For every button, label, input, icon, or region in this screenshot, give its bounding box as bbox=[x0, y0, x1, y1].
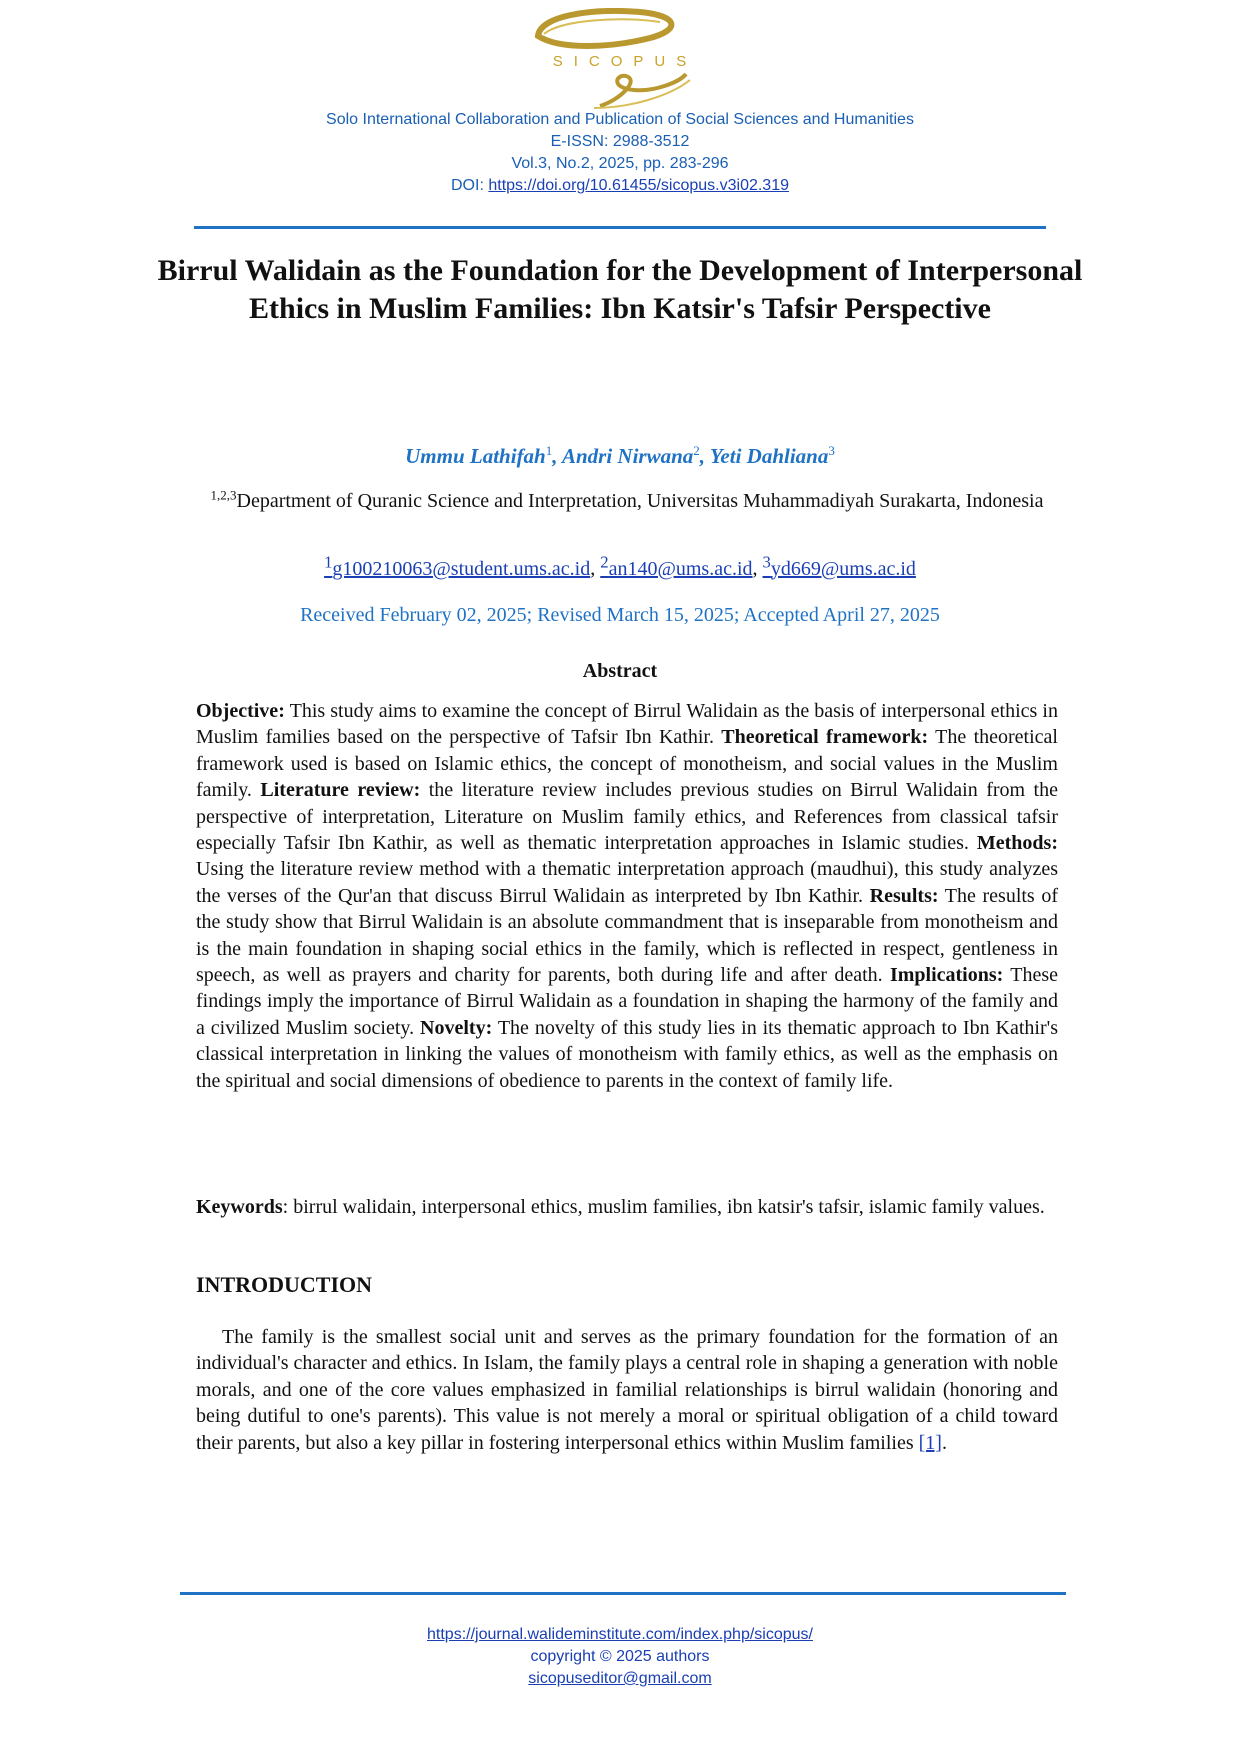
abstract-text: This study aims to examine the concept o… bbox=[196, 700, 1058, 749]
abstract-label: Theoretical framework: bbox=[721, 726, 929, 749]
author-separator: , bbox=[552, 444, 562, 468]
abstract-label: Methods: bbox=[976, 832, 1058, 855]
authors-line: Ummu Lathifah1, Andri Nirwana2, Yeti Dah… bbox=[0, 444, 1240, 469]
affiliation-sup: 1,2,3 bbox=[210, 487, 237, 503]
emails-line: 1g100210063@student.ums.ac.id, 2an140@um… bbox=[0, 552, 1240, 581]
author-separator: , bbox=[699, 444, 710, 468]
eissn: E-ISSN: 2988-3512 bbox=[550, 133, 690, 150]
abstract-heading: Abstract bbox=[582, 660, 658, 682]
article-title: Birrul Walidain as the Foundation for th… bbox=[157, 254, 1083, 325]
email-address: yd669@ums.ac.id bbox=[770, 557, 916, 580]
doi-link[interactable]: https://doi.org/10.61455/sicopus.v3i02.3… bbox=[488, 177, 789, 194]
footer-url-line: https://journal.walideminstitute.com/ind… bbox=[0, 1624, 1240, 1645]
abstract-label: Objective: bbox=[196, 700, 285, 722]
footer-email-line: sicopuseditor@gmail.com bbox=[0, 1668, 1240, 1689]
author-sup: 3 bbox=[828, 443, 835, 458]
doi-label: DOI: bbox=[451, 177, 489, 194]
footer-url-link[interactable]: https://journal.walideminstitute.com/ind… bbox=[427, 1626, 813, 1643]
sicopus-logo: SICOPUS bbox=[534, 8, 698, 109]
submission-dates: Received February 02, 2025; Revised Marc… bbox=[300, 604, 940, 626]
header-divider bbox=[194, 226, 1046, 229]
email-separator: , bbox=[752, 557, 763, 580]
footer-divider bbox=[180, 1592, 1066, 1595]
author-sup: 1 bbox=[545, 443, 553, 458]
footer-copyright: copyright © 2025 authors bbox=[530, 1648, 710, 1665]
keywords-text: : birrul walidain, interpersonal ethics,… bbox=[282, 1196, 1045, 1218]
abstract-text: the literature review includes previous … bbox=[196, 779, 1058, 855]
email-sup: 2 bbox=[600, 552, 609, 571]
author-email-link[interactable]: 3yd669@ums.ac.id bbox=[763, 552, 916, 580]
abstract-label: Novelty: bbox=[420, 1016, 493, 1039]
keywords-label: Keywords bbox=[196, 1196, 283, 1218]
abstract-label: Results: bbox=[869, 884, 939, 907]
footer-email-link[interactable]: sicopuseditor@gmail.com bbox=[528, 1670, 712, 1687]
logo-wordmark: SICOPUS bbox=[553, 53, 698, 70]
affiliation-text: Department of Quranic Science and Interp… bbox=[236, 490, 1044, 512]
author-name: Yeti Dahliana bbox=[709, 444, 829, 468]
author-email-link[interactable]: 2an140@ums.ac.id bbox=[600, 552, 753, 580]
abstract-body: Objective: This study aims to examine th… bbox=[196, 698, 1058, 1094]
journal-name: Solo International Collaboration and Pub… bbox=[326, 111, 914, 128]
introduction-heading: INTRODUCTION bbox=[196, 1272, 373, 1297]
introduction-text: The family is the smallest social unit a… bbox=[196, 1326, 1058, 1454]
email-sup: 1 bbox=[324, 552, 333, 571]
author-name: Andri Nirwana bbox=[561, 444, 694, 468]
email-separator: , bbox=[590, 557, 601, 580]
affiliation: 1,2,3Department of Quranic Science and I… bbox=[196, 488, 1058, 514]
email-sup: 3 bbox=[762, 552, 771, 571]
author-name: Ummu Lathifah bbox=[405, 444, 546, 468]
doi-line: DOI: https://doi.org/10.61455/sicopus.v3… bbox=[0, 176, 1240, 196]
volume-info: Vol.3, No.2, 2025, pp. 283-296 bbox=[511, 155, 729, 172]
abstract-text: These findings imply the importance of B… bbox=[196, 964, 1058, 1039]
citation-link[interactable]: [1] bbox=[918, 1431, 942, 1454]
author-email-link[interactable]: 1g100210063@student.ums.ac.id bbox=[324, 552, 591, 580]
introduction-end: . bbox=[941, 1431, 947, 1454]
email-address: g100210063@student.ums.ac.id bbox=[332, 557, 591, 580]
keywords: Keywords: birrul walidain, interpersonal… bbox=[196, 1194, 1058, 1220]
abstract-text: The novelty of this study lies in its th… bbox=[196, 1016, 1058, 1092]
author-sup: 2 bbox=[693, 443, 700, 458]
abstract-text: The theoretical framework used is based … bbox=[196, 726, 1058, 802]
abstract-text: The results of the study show that Birru… bbox=[196, 884, 1058, 987]
abstract-text: Using the literature review method with … bbox=[196, 858, 1058, 907]
abstract-label: Literature review: bbox=[260, 779, 421, 802]
introduction-paragraph: The family is the smallest social unit a… bbox=[196, 1324, 1058, 1456]
email-address: an140@ums.ac.id bbox=[608, 557, 753, 580]
abstract-label: Implications: bbox=[889, 964, 1004, 987]
